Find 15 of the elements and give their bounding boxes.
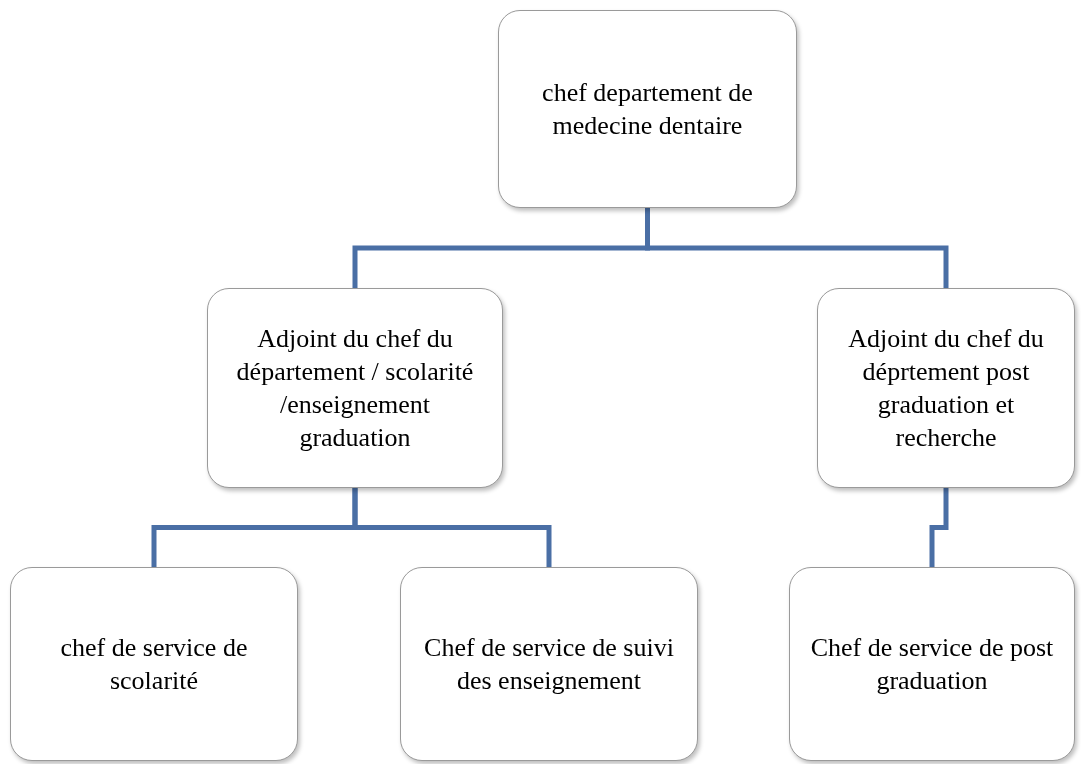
box-label: chef de service de scolarité xyxy=(59,632,249,697)
org-box xyxy=(817,288,1075,488)
box-label: Chef de service de post graduation xyxy=(809,632,1055,697)
org-box xyxy=(10,567,298,761)
box-label: Chef de service de suivi des enseignement xyxy=(423,632,675,697)
org-box xyxy=(498,10,797,208)
org-box xyxy=(400,567,698,761)
org-box xyxy=(789,567,1075,761)
box-label: chef departement de medecine dentaire xyxy=(541,77,754,142)
connector-line xyxy=(929,488,949,567)
org-box xyxy=(207,288,503,488)
box-label: Adjoint du chef du déprtement post graduation et recherche xyxy=(847,323,1045,454)
box-label: Adjoint du chef du département / scolarité /enseignement graduation xyxy=(235,323,475,454)
connector-line xyxy=(352,488,552,567)
connector-line xyxy=(645,208,949,288)
